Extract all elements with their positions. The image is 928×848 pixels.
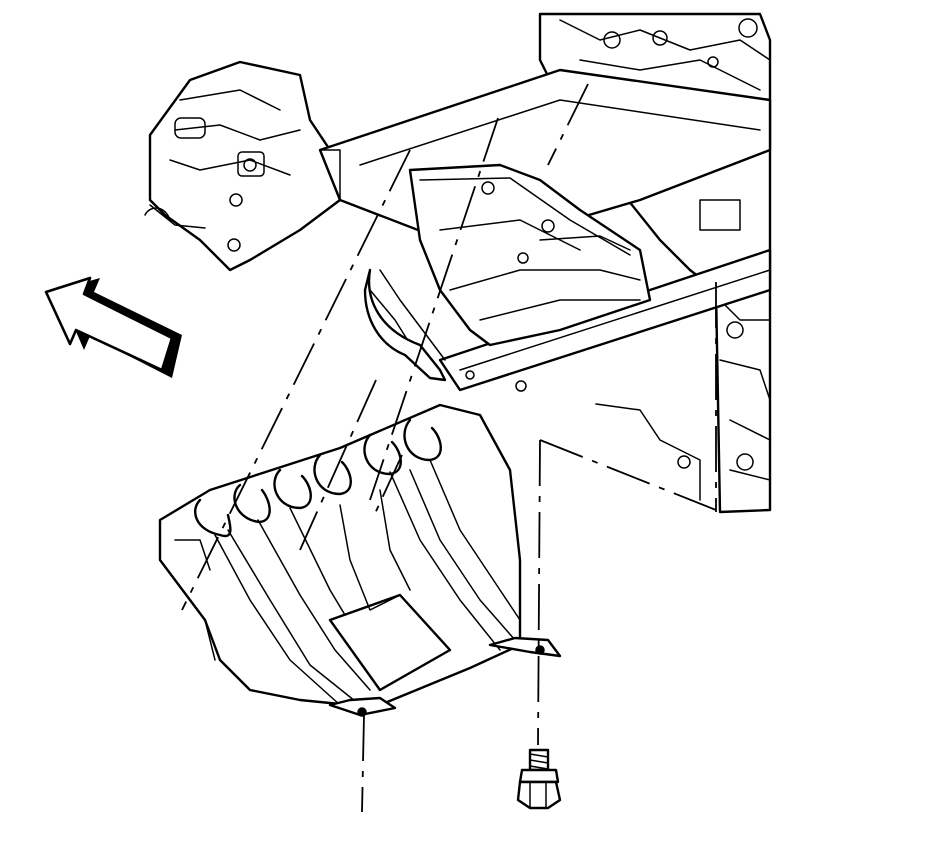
transmission-mount-bracket (363, 163, 652, 382)
direction-arrow-icon (44, 276, 182, 378)
alignment-lines (181, 83, 717, 813)
mounting-bolt (516, 748, 562, 810)
transmission-support-shield (158, 403, 562, 717)
